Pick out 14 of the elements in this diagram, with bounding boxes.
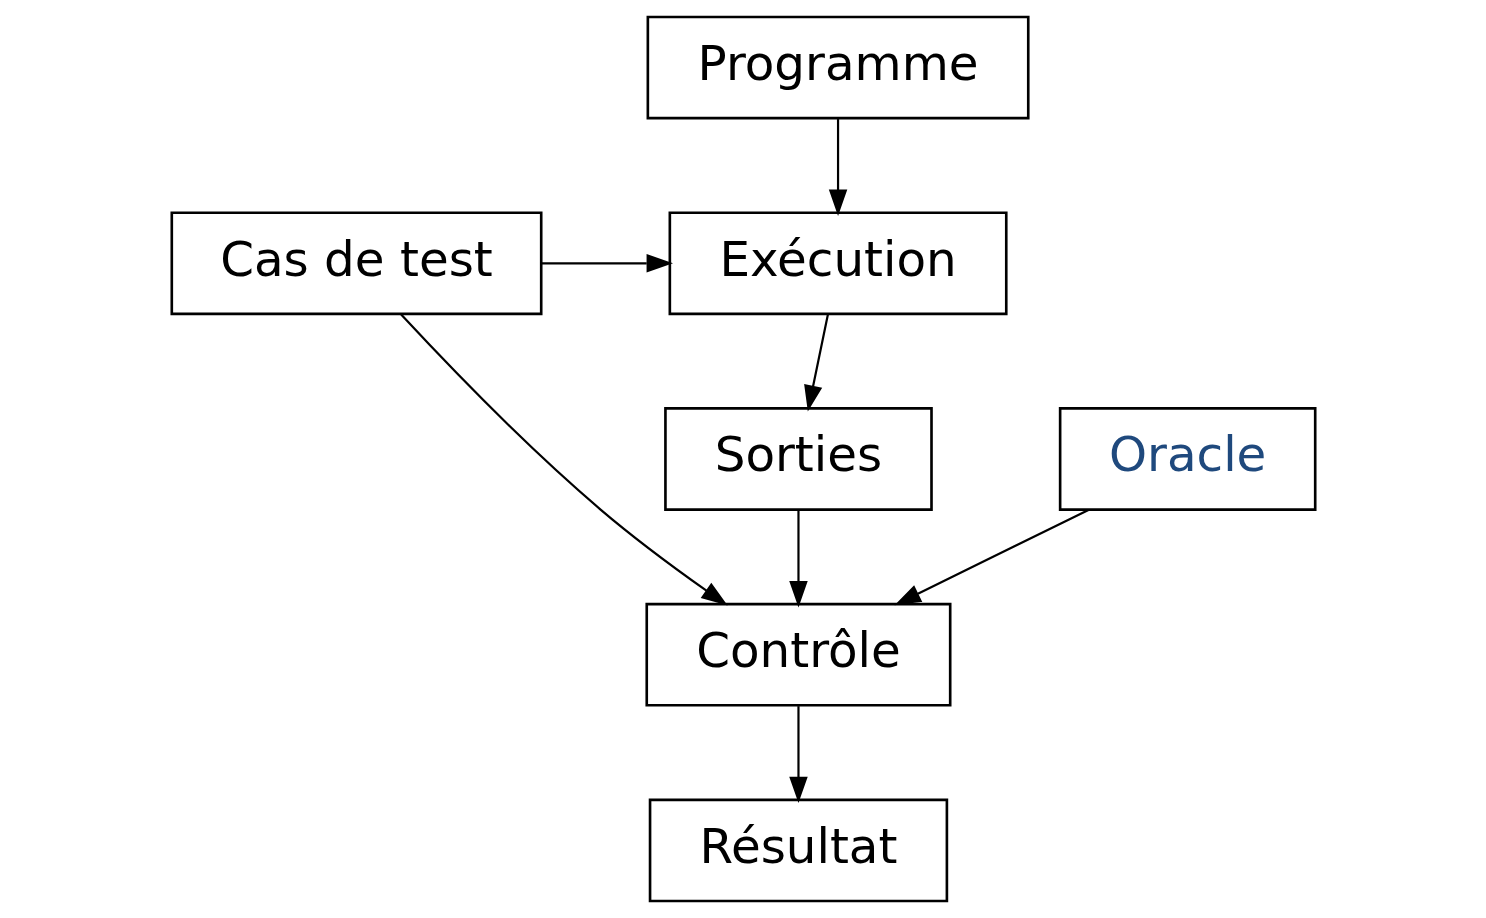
node-box: Oracle — [1058, 407, 1316, 511]
node-box: Cas de test — [170, 211, 543, 316]
arrow — [894, 509, 1089, 606]
arrow — [788, 706, 808, 804]
arrow — [399, 313, 728, 606]
node-box: Résultat — [648, 798, 948, 903]
arrow — [788, 510, 808, 608]
arrow — [828, 119, 847, 216]
arrow — [803, 314, 829, 412]
node-box: Exécution — [668, 211, 1008, 316]
arrow — [541, 254, 673, 273]
node-box: Contrôle — [644, 602, 951, 707]
node-box: Sorties — [663, 407, 933, 511]
node-box: Programme — [646, 15, 1030, 120]
